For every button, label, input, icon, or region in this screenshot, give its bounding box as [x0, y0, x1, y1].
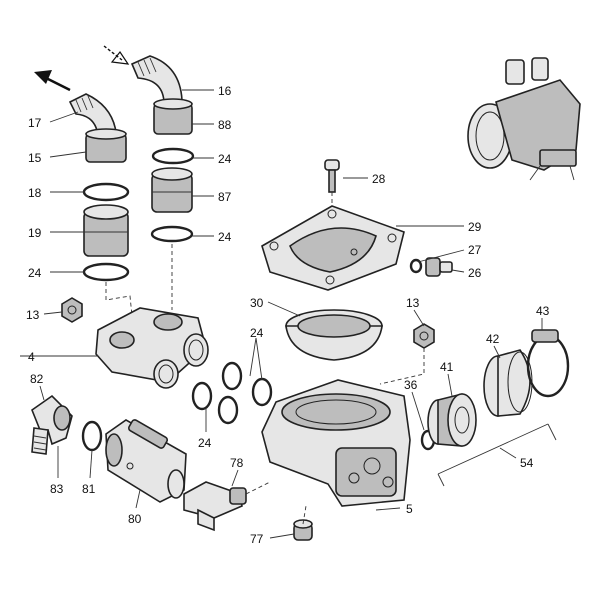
label-part-15: 15: [28, 151, 42, 165]
label-part-81: 81: [82, 482, 96, 496]
part-24-o-ring-mid-d: [217, 395, 239, 425]
part-29-diaphragm-cover: [261, 205, 405, 291]
part-78-elbow-connector: [183, 481, 247, 532]
part-24-o-ring-mid-b: [251, 377, 273, 407]
part-80-valve-body: [105, 419, 187, 503]
part-18-o-ring: [82, 182, 130, 202]
label-part-26: 26: [468, 266, 482, 280]
label-part-80: 80: [128, 512, 142, 526]
label-part-19: 19: [28, 226, 42, 240]
label-part-5: 5: [406, 502, 413, 516]
part-87-nipple: [151, 167, 193, 213]
part-42-sleeve: [483, 349, 533, 417]
label-part-24-c: 24: [28, 266, 42, 280]
part-24-o-ring-left: [82, 262, 130, 282]
label-part-18: 18: [28, 186, 42, 200]
label-part-28: 28: [372, 172, 386, 186]
part-82-elbow-fitting: [31, 394, 73, 455]
part-81-o-ring: [81, 420, 103, 452]
part-30-diaphragm: [285, 309, 383, 361]
part-27-small-o-ring: [409, 258, 423, 274]
label-part-24-d: 24: [250, 326, 264, 340]
part-24-o-ring-top: [151, 147, 195, 165]
label-part-30: 30: [250, 296, 264, 310]
label-part-78: 78: [230, 456, 244, 470]
label-part-29: 29: [468, 220, 482, 234]
part-4-manifold: [95, 307, 209, 389]
part-13-nut-right: [413, 323, 435, 349]
label-part-42: 42: [486, 332, 500, 346]
label-part-82: 82: [30, 372, 44, 386]
part-28-bolt: [324, 159, 340, 193]
label-part-54: 54: [520, 456, 534, 470]
label-part-43: 43: [536, 304, 550, 318]
part-13-nut-left: [61, 297, 83, 323]
part-26-plug: [425, 257, 453, 277]
label-part-24-b: 24: [218, 230, 232, 244]
part-19-nipple: [83, 204, 129, 257]
label-part-88: 88: [218, 118, 232, 132]
label-part-41: 41: [440, 360, 454, 374]
label-part-13-a: 13: [26, 308, 40, 322]
label-part-83: 83: [50, 482, 64, 496]
part-16-elbow-hose-tail: [130, 55, 183, 105]
label-part-24-a: 24: [218, 152, 232, 166]
label-part-27: 27: [468, 243, 482, 257]
label-part-17: 17: [28, 116, 42, 130]
label-part-4: 4: [28, 350, 35, 364]
inlet-arrow-icon: [103, 45, 130, 65]
part-24-o-ring-second: [150, 225, 194, 243]
label-part-77: 77: [250, 532, 264, 546]
label-part-16: 16: [218, 84, 232, 98]
part-43-hose-clamp: [526, 329, 570, 398]
part-41-cap: [427, 393, 477, 447]
label-part-87: 87: [218, 190, 232, 204]
label-part-13-b: 13: [406, 296, 420, 310]
assembled-pump-thumbnail: [467, 57, 581, 181]
label-part-24-e: 24: [198, 436, 212, 450]
part-24-o-ring-mid-c: [191, 381, 213, 411]
outlet-arrow-icon: [34, 70, 71, 92]
part-24-o-ring-mid-a: [221, 361, 243, 391]
part-15-nut: [85, 128, 127, 163]
part-88-nut: [153, 98, 193, 135]
part-5-pump-body: [261, 379, 411, 507]
label-part-36: 36: [404, 378, 418, 392]
